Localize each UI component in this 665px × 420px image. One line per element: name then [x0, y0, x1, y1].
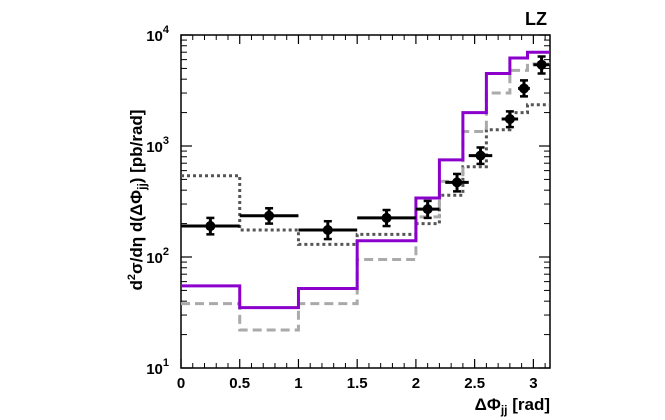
data-marker [381, 212, 392, 223]
y-tick-label: 101 [146, 357, 169, 378]
data-point [533, 55, 550, 75]
data-marker [518, 83, 529, 94]
x-tick-label: 1 [294, 375, 302, 392]
plot-frame [180, 34, 551, 369]
data-point [181, 216, 240, 236]
data-marker [322, 225, 333, 236]
data-point [239, 206, 299, 225]
histogram-series-0 [181, 50, 550, 310]
x-axis-label: ΔΦjj [rad] [475, 395, 550, 417]
data-point [468, 146, 493, 166]
data-point [518, 79, 530, 98]
series-layer [181, 50, 550, 332]
histogram-series-2 [181, 103, 550, 246]
x-tick-label: 0.5 [229, 375, 250, 392]
data-marker [205, 221, 216, 232]
y-tick-label: 103 [146, 135, 169, 156]
data-point [501, 110, 519, 129]
data-point [415, 199, 440, 220]
data-marker [504, 114, 515, 125]
y-axis-label: d2σ/dη d(ΔΦjj) [pb/rad] [126, 110, 149, 291]
chart-title: LZ [525, 9, 547, 29]
x-tick-label: 2 [412, 375, 420, 392]
y-axis: 101 102 103 104 [146, 24, 550, 378]
x-tick-label: 3 [529, 375, 537, 392]
y-minor-ticks [181, 39, 550, 336]
x-tick-label: 2.5 [464, 375, 485, 392]
x-axis: 0 0.5 1 1.5 2 2.5 3 [177, 35, 546, 392]
y-tick-label: 102 [146, 246, 169, 267]
data-marker [536, 59, 547, 70]
x-tick-label: 1.5 [347, 375, 368, 392]
data-marker [264, 210, 275, 221]
histogram-series-1 [181, 62, 550, 332]
data-marker [475, 150, 486, 161]
x-tick-label: 0 [177, 375, 185, 392]
y-tick-label: 104 [146, 24, 170, 45]
data-marker [452, 177, 463, 188]
data-point [298, 219, 358, 241]
data-marker [422, 204, 433, 215]
data-point [445, 172, 469, 193]
data-point [357, 208, 416, 228]
data-points [181, 55, 550, 241]
